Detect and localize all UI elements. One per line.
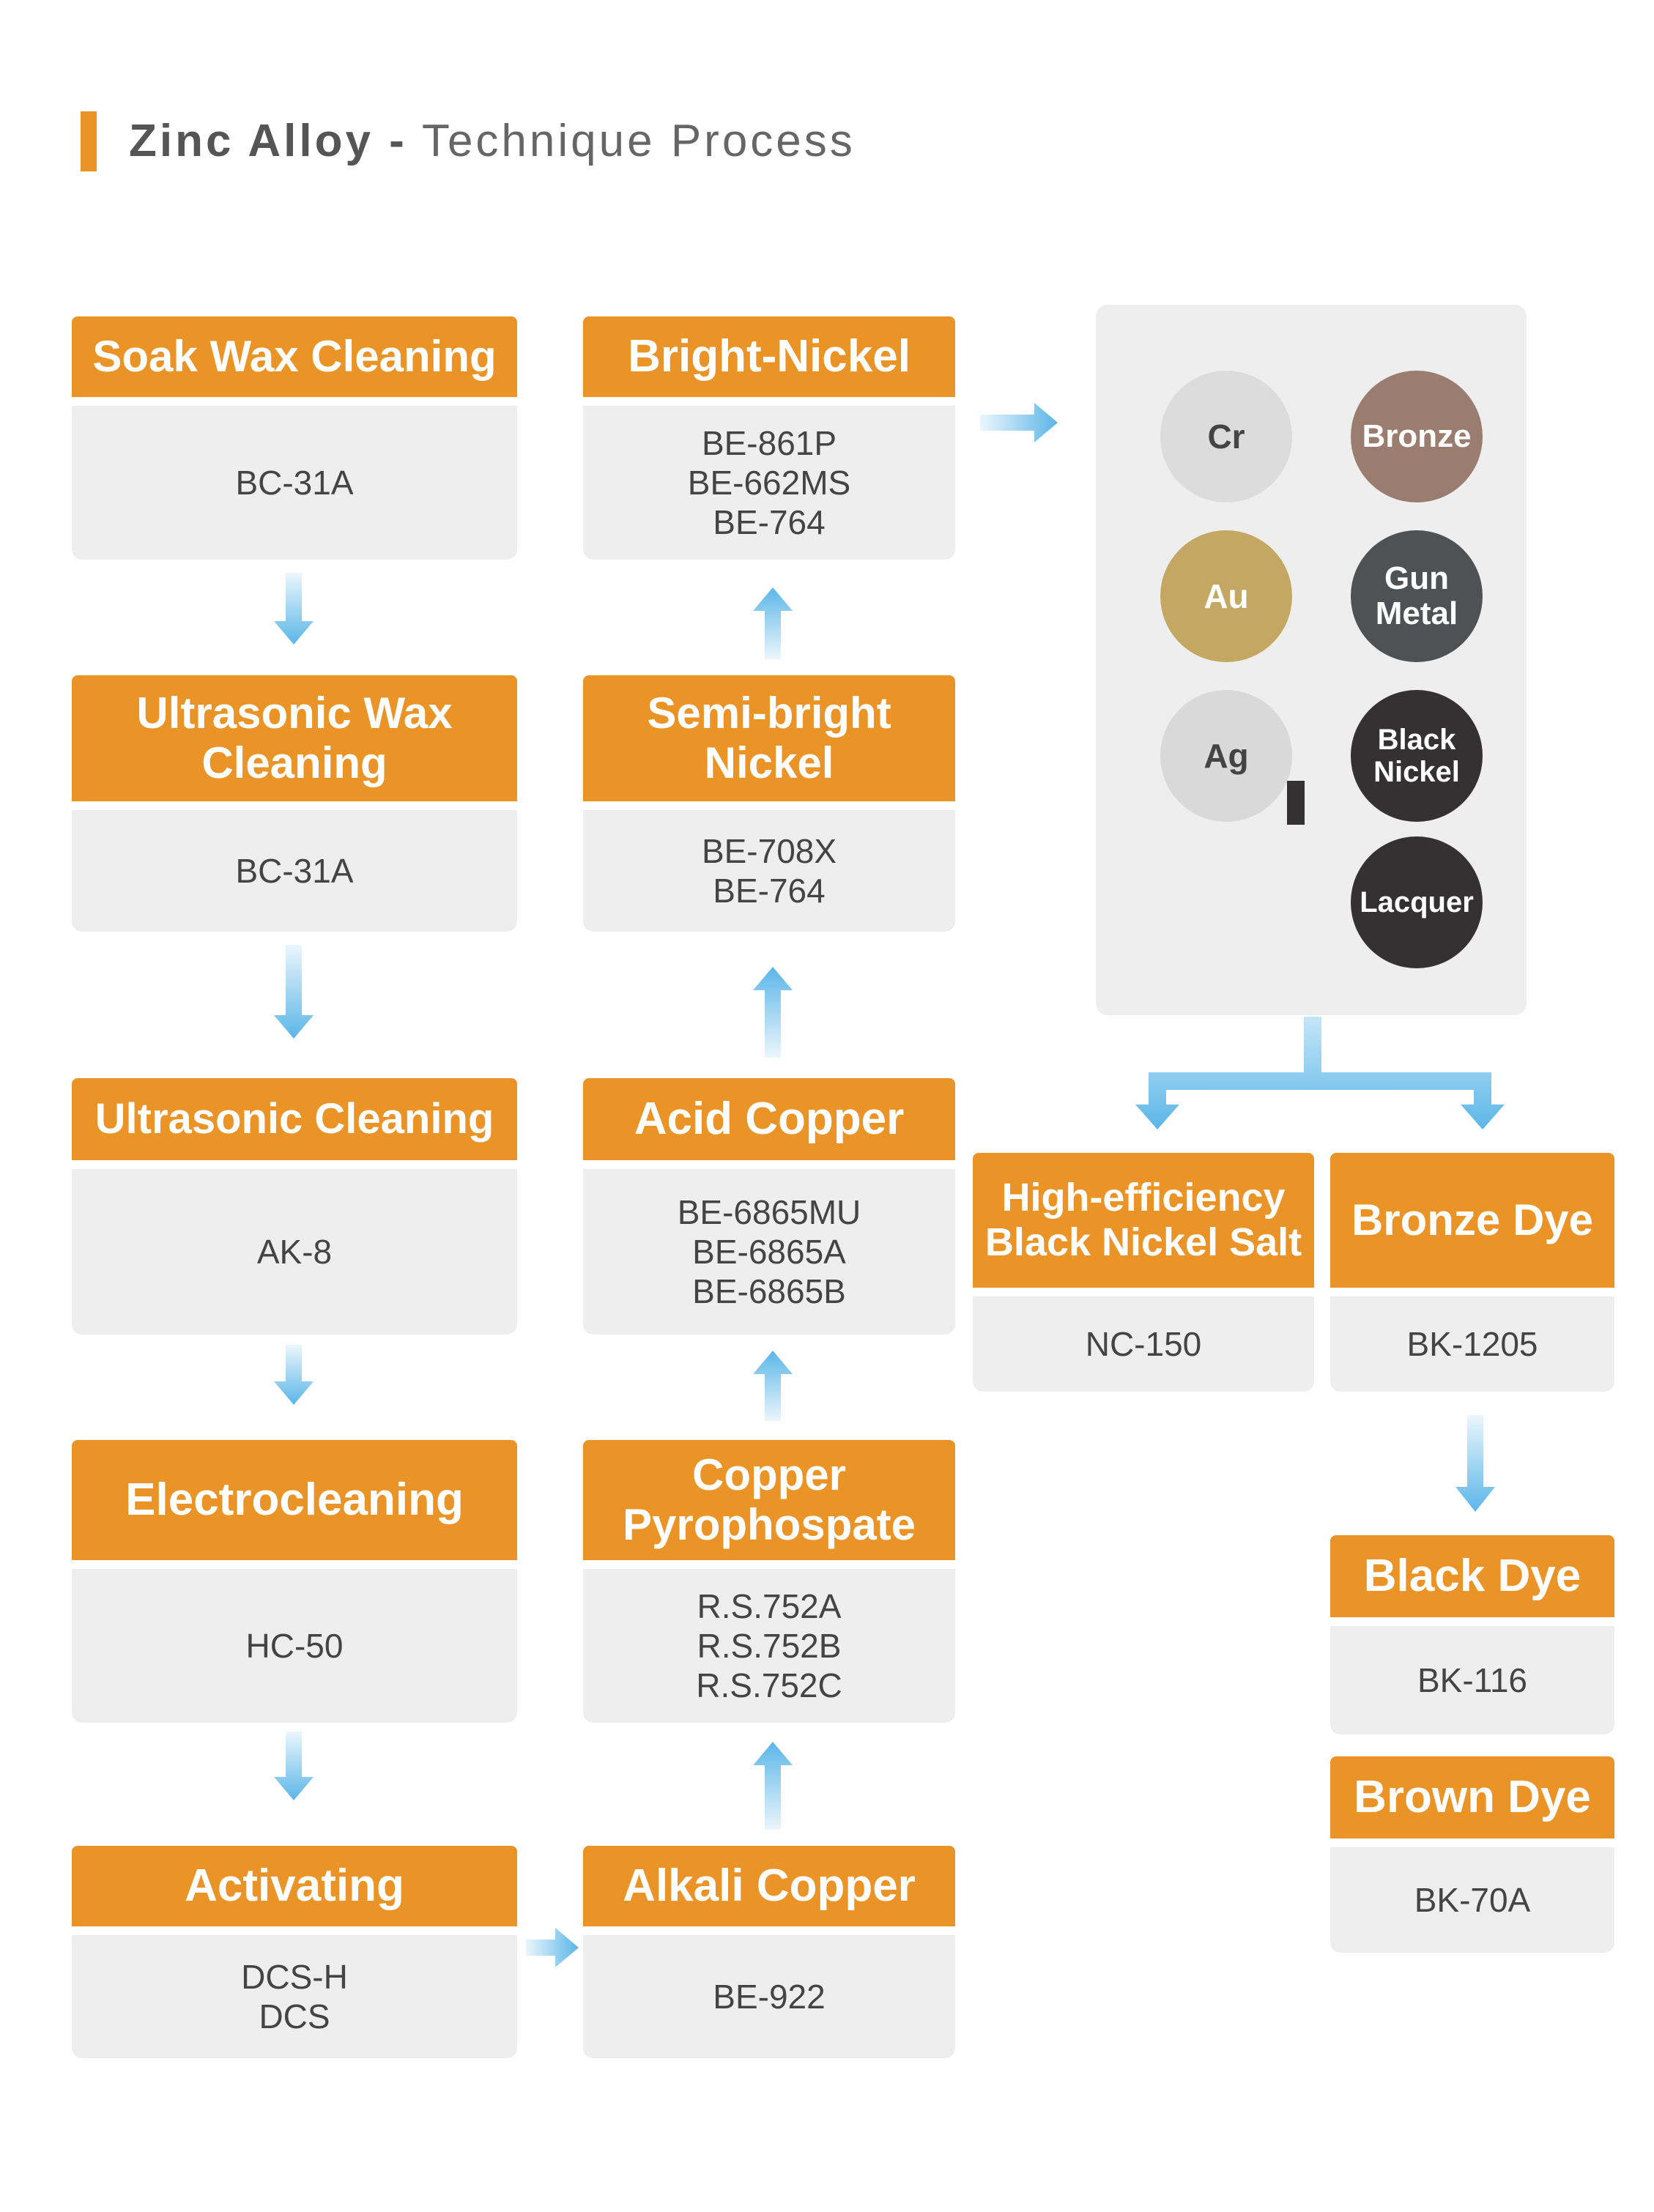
step-title: Ultrasonic Wax Cleaning [72,675,517,801]
step-title: Copper Pyrophospate [583,1440,955,1560]
title-accent-bar [81,111,97,171]
arrow-right-activating [526,1928,579,1967]
product-code: R.S.752C [696,1666,842,1705]
step-alkali-copper: Alkali Copper BE-922 [583,1846,955,2058]
arrow-fork-from-finishes [1135,1017,1505,1129]
finish-label: Lacquer [1360,886,1474,918]
arrow-right-to-finishes [980,403,1058,442]
product-code: BE-662MS [687,463,851,502]
step-products: BE-922 [583,1935,955,2058]
finish-label: Bronze [1362,417,1472,454]
step-products: BC-31A [72,406,517,560]
step-title: Ultrasonic Cleaning [72,1078,517,1160]
finish-label: Gun Metal [1375,560,1458,631]
finish-cr: Cr [1160,371,1292,502]
finish-label: Ag [1204,736,1249,775]
step-products: BE-6865MU BE-6865A BE-6865B [583,1169,955,1335]
step-products: BK-116 [1330,1626,1614,1734]
product-code: AK-8 [256,1232,333,1271]
finish-black-nickel: Black Nickel [1351,690,1483,822]
finish-lacquer: Lacquer [1351,836,1483,968]
step-bright-nickel: Bright-Nickel BE-861P BE-662MS BE-764 [583,316,955,560]
step-bronze-dye: Bronze Dye BK-1205 [1330,1153,1614,1392]
arrow-up-1 [753,1742,793,1830]
product-code: BK-116 [1417,1660,1528,1699]
product-code: BK-70A [1414,1880,1531,1919]
product-code: BE-6865MU [677,1192,861,1231]
step-soak-wax-cleaning: Soak Wax Cleaning BC-31A [72,316,517,560]
step-title: Acid Copper [583,1078,955,1160]
finish-bronze: Bronze [1351,371,1483,502]
product-code: R.S.752B [697,1626,842,1665]
arrow-up-2 [753,1351,793,1421]
step-title: Activating [72,1846,517,1926]
step-acid-copper: Acid Copper BE-6865MU BE-6865A BE-6865B [583,1078,955,1335]
page-title: Zinc Alloy - Technique Process [129,108,856,174]
product-code: BC-31A [235,851,354,890]
product-code: NC-150 [1085,1324,1202,1363]
step-title: Alkali Copper [583,1846,955,1926]
finish-options-panel: Cr Bronze Au Gun Metal Ag Black Nickel L… [1096,305,1527,1015]
step-products: BE-708X BE-764 [583,810,955,932]
step-products: DCS-H DCS [72,1935,517,2058]
product-code: BE-6865B [692,1272,846,1311]
product-code: BE-708X [701,831,837,870]
step-products: BK-70A [1330,1847,1614,1953]
arrow-down-bronze-dye [1455,1415,1495,1512]
step-products: BC-31A [72,810,517,932]
step-products: HC-50 [72,1569,517,1723]
step-products: BE-861P BE-662MS BE-764 [583,406,955,560]
step-copper-pyrophospate: Copper Pyrophospate R.S.752A R.S.752B R.… [583,1440,955,1723]
step-brown-dye: Brown Dye BK-70A [1330,1756,1614,1953]
finish-au: Au [1160,530,1292,662]
finish-label: Black Nickel [1373,724,1460,788]
product-code: BC-31A [235,463,354,502]
step-title: Black Dye [1330,1535,1614,1617]
product-code: BE-922 [713,1977,826,2016]
arrow-down-4 [274,1732,314,1800]
product-code: BE-764 [713,872,826,910]
arrow-down-2 [274,945,314,1039]
step-high-efficiency-black-nickel-salt: High-efficiency Black Nickel Salt NC-150 [973,1153,1314,1392]
step-products: BK-1205 [1330,1296,1614,1392]
step-activating: Activating DCS-H DCS [72,1846,517,2058]
step-products: R.S.752A R.S.752B R.S.752C [583,1569,955,1723]
product-code: R.S.752A [697,1586,842,1625]
finish-ag: Ag [1160,690,1292,822]
step-title: Brown Dye [1330,1756,1614,1838]
step-title: Soak Wax Cleaning [72,316,517,397]
arrow-down-3 [274,1345,314,1405]
step-ultrasonic-wax-cleaning: Ultrasonic Wax Cleaning BC-31A [72,675,517,932]
product-code: DCS-H [241,1957,348,1996]
product-code: DCS [259,1997,330,2035]
step-black-dye: Black Dye BK-116 [1330,1535,1614,1734]
step-ultrasonic-cleaning: Ultrasonic Cleaning AK-8 [72,1078,517,1335]
finish-label: Au [1204,576,1249,615]
step-semi-bright-nickel: Semi-bright Nickel BE-708X BE-764 [583,675,955,932]
finish-label: Cr [1207,417,1245,456]
step-title: High-efficiency Black Nickel Salt [973,1153,1314,1288]
product-code: HC-50 [245,1626,344,1665]
title-light: Technique Process [421,116,856,166]
step-title: Semi-bright Nickel [583,675,955,801]
arrow-down-1 [274,573,314,645]
product-code: BE-861P [701,423,837,462]
product-code: BK-1205 [1406,1324,1538,1363]
step-products: NC-150 [973,1296,1314,1392]
step-products: AK-8 [72,1169,517,1335]
step-title: Bright-Nickel [583,316,955,397]
title-bold: Zinc Alloy - [129,116,407,166]
step-title: Electrocleaning [72,1440,517,1560]
product-code: BE-6865A [692,1232,846,1271]
step-title: Bronze Dye [1330,1153,1614,1288]
arrow-up-3 [753,967,793,1058]
step-electrocleaning: Electrocleaning HC-50 [72,1440,517,1723]
black-nickel-lacquer-connector [1287,781,1305,825]
arrow-up-4 [753,587,793,659]
finish-gun-metal: Gun Metal [1351,530,1483,662]
product-code: BE-764 [713,503,826,542]
